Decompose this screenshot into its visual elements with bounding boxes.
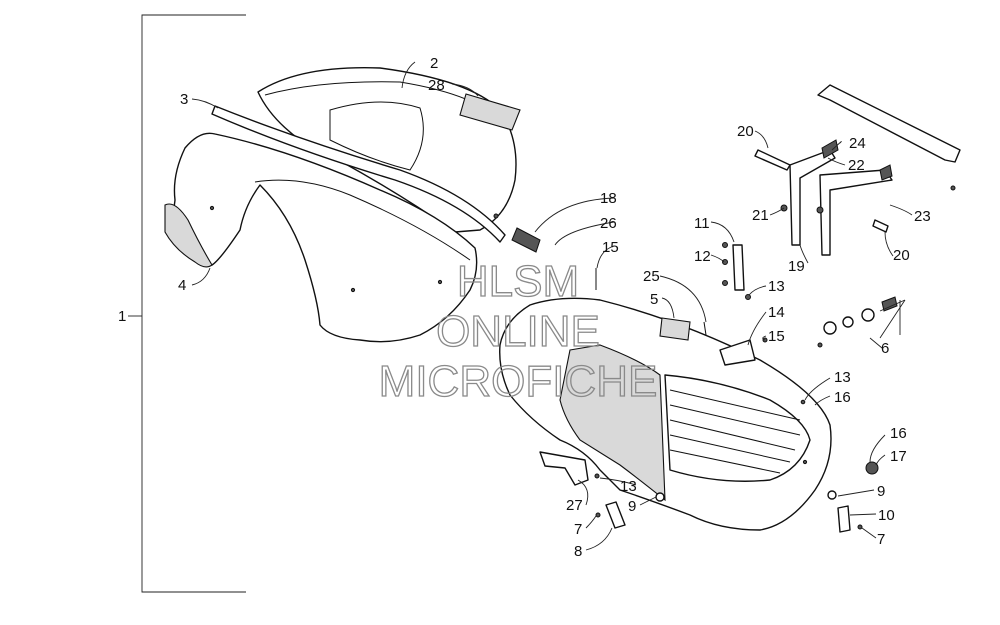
latch <box>493 213 541 253</box>
callout-12: 12 <box>694 248 711 265</box>
callout-4: 4 <box>178 277 186 294</box>
callout-28: 28 <box>428 77 445 94</box>
rear-fender <box>164 132 478 343</box>
callout-27: 27 <box>566 497 583 514</box>
callout-23: 23 <box>914 208 931 225</box>
callout-numbers: 1 2 28 3 4 18 26 15 25 5 11 12 13 14 15 … <box>118 55 931 560</box>
brackets <box>539 451 863 533</box>
callout-16: 16 <box>890 425 907 442</box>
callout-26: 26 <box>600 215 617 232</box>
callout-16: 16 <box>834 389 851 406</box>
watermark-line-1: HLSM <box>457 257 579 306</box>
callout-2: 2 <box>430 55 438 72</box>
callout-17: 17 <box>890 448 907 465</box>
grille-slats <box>669 389 801 474</box>
callout-20: 20 <box>893 247 910 264</box>
callout-15: 15 <box>768 328 785 345</box>
callout-19: 19 <box>788 258 805 275</box>
callout-5: 5 <box>650 291 658 308</box>
callout-9: 9 <box>628 498 636 515</box>
assembly-bracket <box>128 14 246 593</box>
callout-13: 13 <box>834 369 851 386</box>
callout-20: 20 <box>737 123 754 140</box>
decal-label <box>459 93 521 131</box>
bolts <box>754 149 956 233</box>
watermark-line-2: ONLINE <box>436 307 600 356</box>
plugs <box>655 399 879 502</box>
callout-24: 24 <box>849 135 866 152</box>
callout-11: 11 <box>694 215 710 232</box>
callout-6: 6 <box>881 340 889 357</box>
seal-strip <box>211 105 506 243</box>
small-hardware <box>595 268 707 341</box>
callout-3: 3 <box>180 91 188 108</box>
leader-lines <box>191 61 913 551</box>
callout-13: 13 <box>620 478 637 495</box>
watermark-line-3: MICROFICHE <box>379 357 658 406</box>
hinge-assembly <box>789 139 893 256</box>
callout-7: 7 <box>574 521 582 538</box>
callout-21: 21 <box>752 207 769 224</box>
callout-13: 13 <box>768 278 785 295</box>
mounting-plate <box>817 84 961 163</box>
watermark: HLSM ONLINE MICROFICHE <box>378 256 658 406</box>
callout-8: 8 <box>574 543 582 560</box>
callout-10: 10 <box>878 507 895 524</box>
callout-9: 9 <box>877 483 885 500</box>
callout-1: 1 <box>118 308 126 325</box>
callout-14: 14 <box>768 304 785 321</box>
lock-assembly <box>817 296 898 348</box>
callout-25: 25 <box>643 268 660 285</box>
callout-18: 18 <box>600 190 617 207</box>
gas-strut <box>722 242 751 300</box>
callout-22: 22 <box>848 157 865 174</box>
callout-15: 15 <box>602 239 619 256</box>
callout-7: 7 <box>877 531 885 548</box>
latch-bracket <box>719 337 768 366</box>
